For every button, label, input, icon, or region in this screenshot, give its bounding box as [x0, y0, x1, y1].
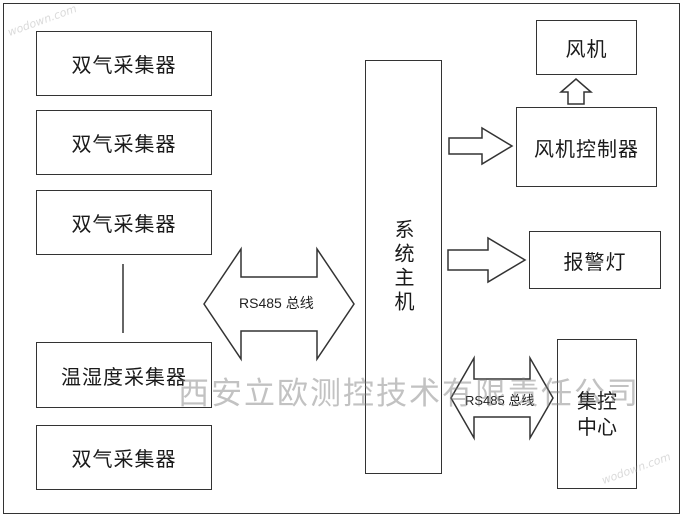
control-center-box: 集控 中心	[557, 339, 637, 489]
alarm-light-label: 报警灯	[563, 249, 627, 274]
bus-left-label: RS485 总线	[239, 295, 314, 311]
collector-label: 双气采集器	[71, 447, 177, 471]
bus-right-label: RS485 总线	[465, 393, 535, 408]
control-center-label: 集控 中心	[577, 389, 617, 439]
alarm-light-box: 报警灯	[529, 231, 661, 289]
dual-gas-collector-2: 双气采集器	[36, 110, 212, 175]
fan-controller-label: 风机控制器	[534, 136, 639, 161]
company-watermark: 西安立欧测控技术有限责任公司	[178, 376, 640, 412]
system-host: 系统主机	[365, 60, 442, 474]
dual-gas-collector-4: 双气采集器	[36, 425, 212, 490]
fan-box: 风机	[536, 20, 637, 75]
dual-gas-collector-1: 双气采集器	[36, 31, 212, 96]
collector-label: 双气采集器	[71, 53, 177, 77]
fan-label: 风机	[565, 37, 608, 61]
collector-label: 温湿度采集器	[61, 364, 187, 389]
fan-controller-box: 风机控制器	[516, 107, 657, 187]
dual-gas-collector-3: 双气采集器	[36, 190, 212, 255]
collector-label: 双气采集器	[71, 212, 177, 236]
diagram-frame	[3, 3, 680, 514]
collector-label: 双气采集器	[71, 132, 177, 156]
host-label: 系统主机	[391, 219, 415, 315]
temp-humidity-collector: 温湿度采集器	[36, 342, 212, 408]
